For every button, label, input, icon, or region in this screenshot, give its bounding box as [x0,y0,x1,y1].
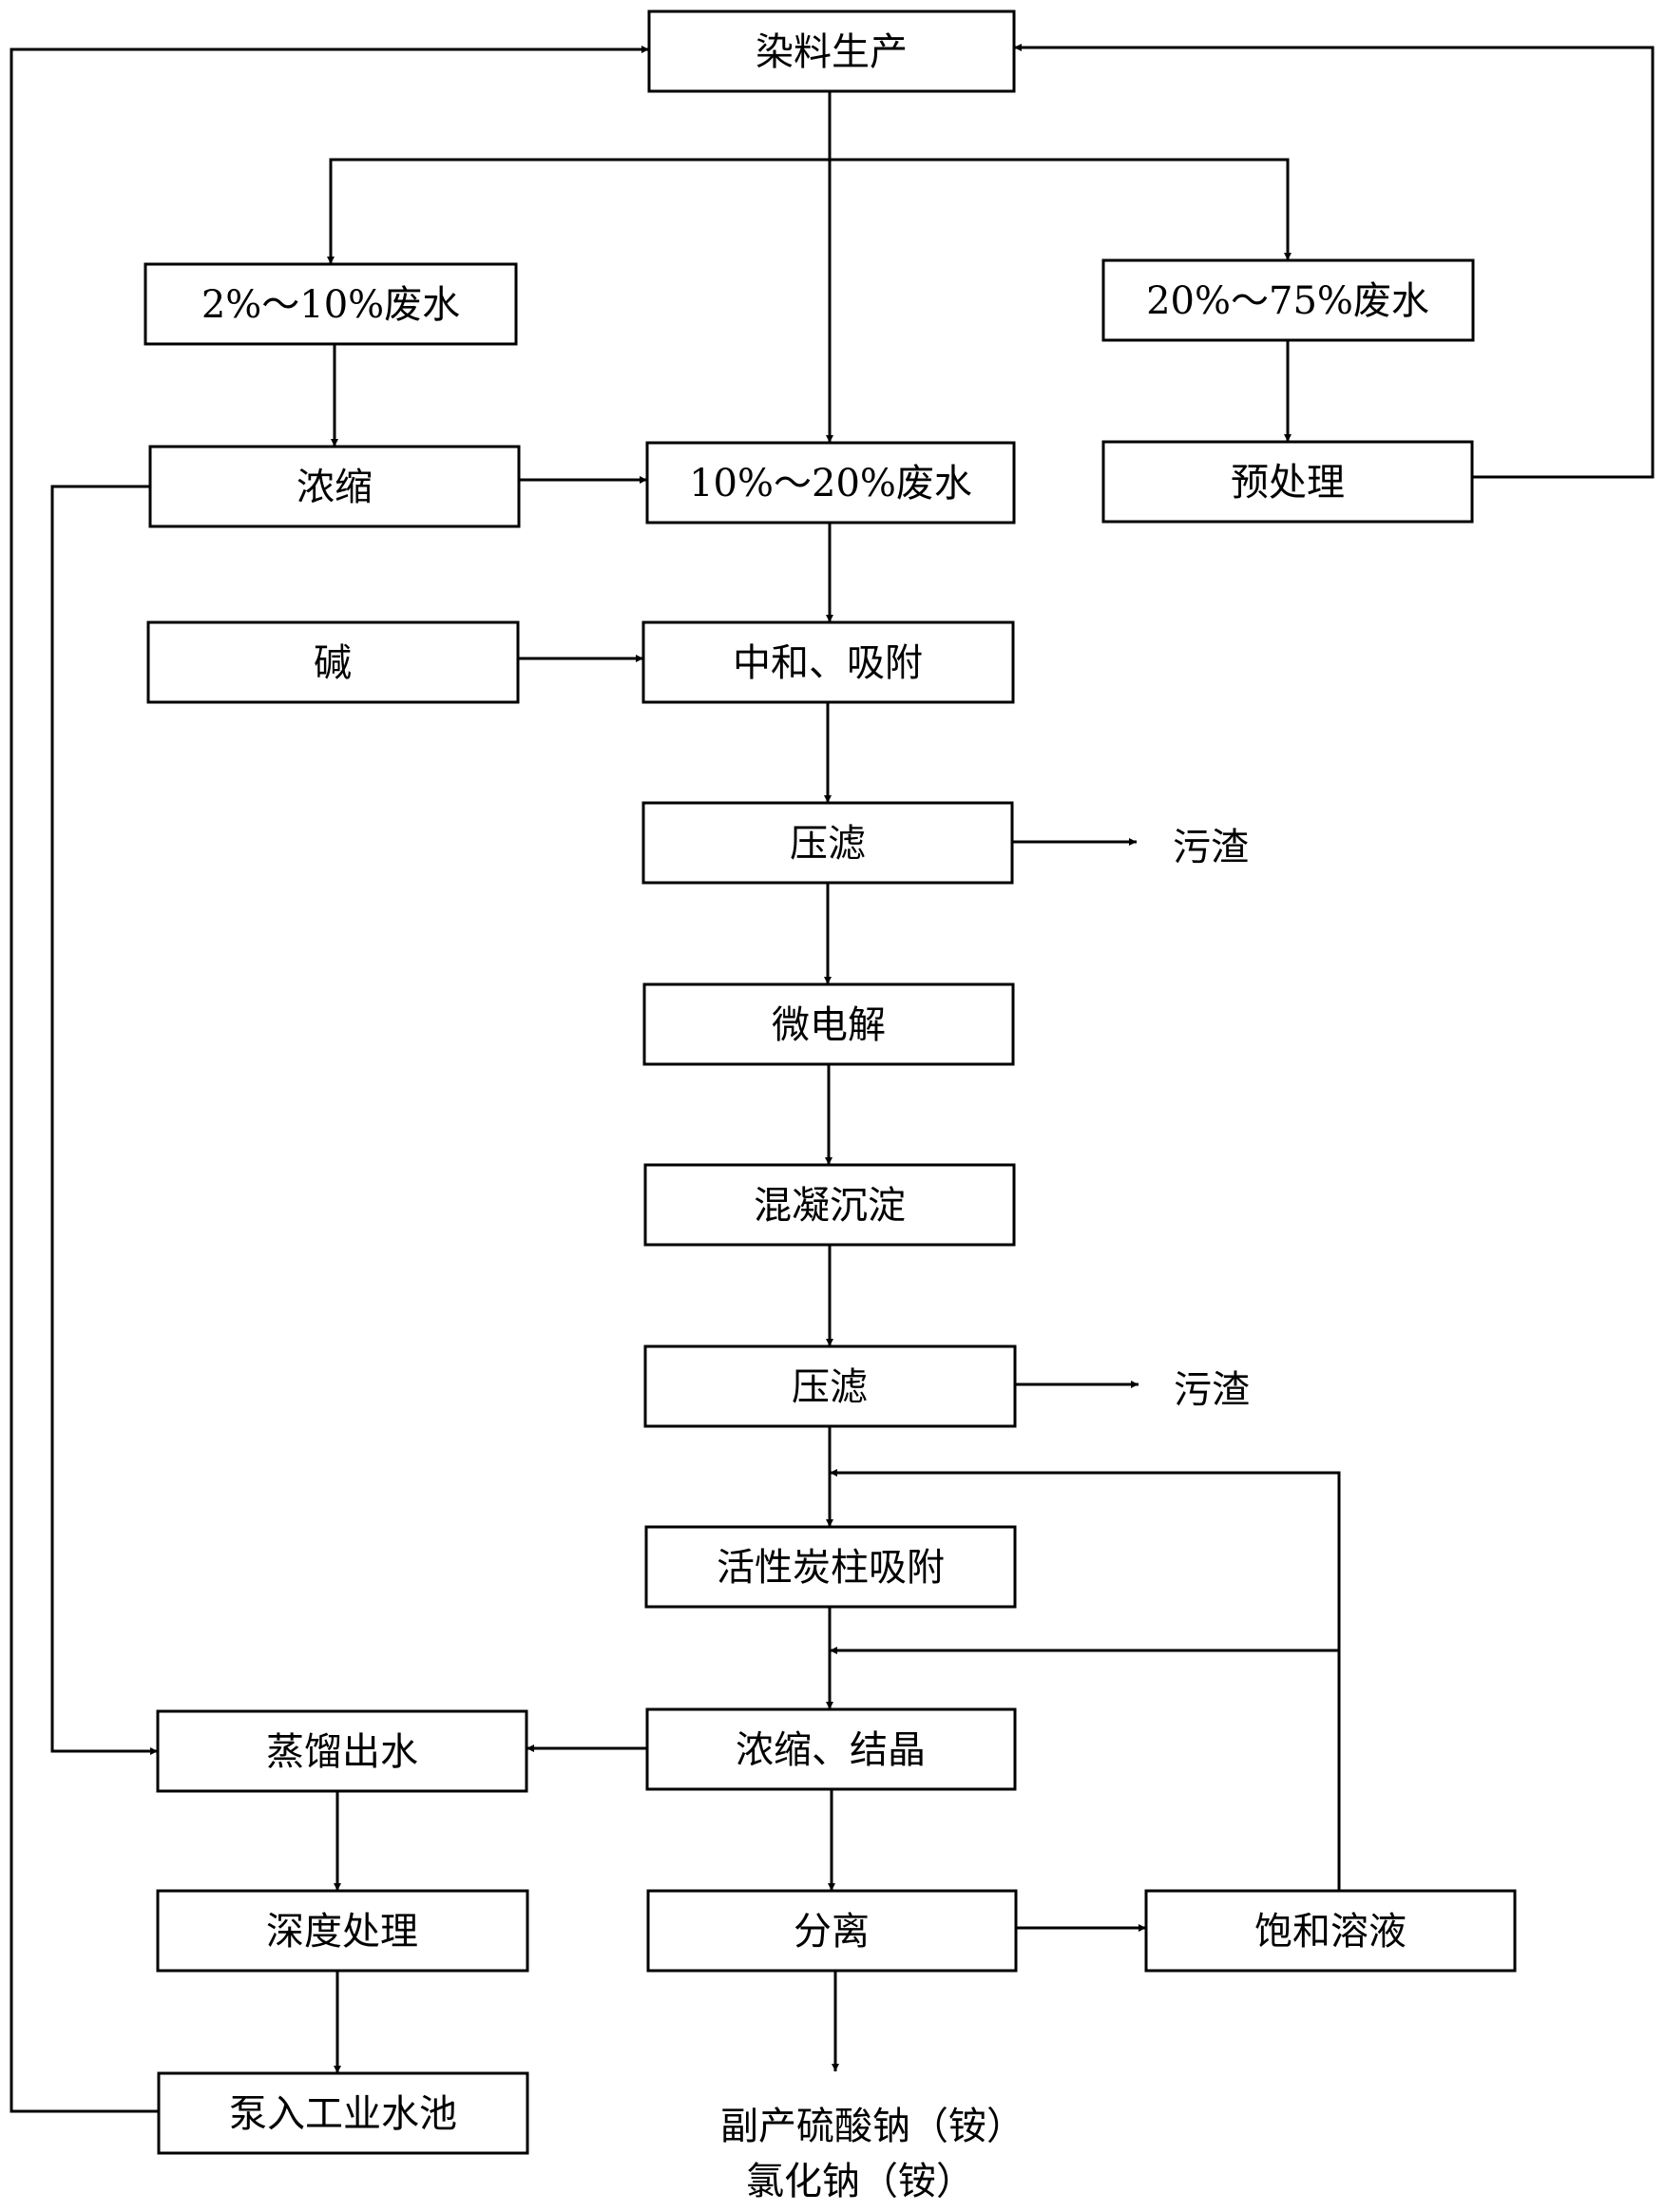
sludge-label-2: 污渣 [1174,1368,1250,1412]
node-alkali: 碱 [146,620,520,704]
node-activated-carbon-adsorption: 活性炭柱吸附 [644,1525,1017,1609]
node-label: 蒸馏出水 [266,1730,418,1774]
node-label: 深度处理 [266,1910,418,1954]
node-wastewater-2-10: 2%～10%废水 [144,262,518,346]
node-filter-press-2: 压滤 [643,1344,1017,1428]
node-label: 染料生产 [756,30,908,74]
node-label: 10%～20%废水 [689,462,972,505]
node-label: 碱 [314,641,352,685]
node-label: 2%～10%废水 [201,283,460,327]
node-label: 中和、吸附 [733,641,923,685]
edge-pretreatment-to-dye-production [1014,44,1655,479]
node-micro-electrolysis: 微电解 [642,982,1015,1066]
node-separation: 分离 [646,1889,1018,1973]
node-coagulation-sedimentation: 混凝沉淀 [643,1163,1016,1247]
node-label: 浓缩 [297,466,373,509]
edge-pump-to-dye-production [10,46,649,2113]
node-pump-to-pool: 泵入工业水池 [157,2071,529,2155]
node-label: 微电解 [772,1003,886,1047]
node-neutralize-adsorb: 中和、吸附 [641,620,1015,704]
node-pretreatment: 预处理 [1101,440,1474,524]
node-dye-production: 染料生产 [647,10,1016,93]
node-label: 浓缩、结晶 [736,1728,926,1772]
node-filter-press-1: 压滤 [641,801,1014,885]
node-advanced-treatment: 深度处理 [156,1889,529,1973]
byproduct-label-line2: 氯化钠（铵） [746,2160,974,2203]
node-label: 泵入工业水池 [229,2092,457,2136]
node-label: 活性炭柱吸附 [717,1546,945,1590]
node-label: 分离 [794,1910,870,1954]
node-wastewater-20-75: 20%～75%废水 [1101,258,1475,342]
node-label: 压滤 [792,1365,868,1409]
edge-saturated-to-activated-carbon [830,1469,1341,1891]
edge-dye-to-wastewater-20-75 [830,158,1292,260]
node-label: 饱和溶液 [1254,1910,1407,1954]
node-concentrate-crystallize: 浓缩、结晶 [645,1707,1017,1791]
node-distillate-water: 蒸馏出水 [156,1709,528,1793]
node-label: 20%～75%废水 [1146,279,1429,323]
node-label: 预处理 [1231,461,1345,505]
edge-concentration-to-distillate [50,485,158,1755]
sludge-label-1: 污渣 [1173,826,1249,869]
edge-dye-to-wastewater-2-10 [327,158,830,264]
node-wastewater-10-20: 10%～20%废水 [645,441,1016,524]
node-saturated-solution: 饱和溶液 [1144,1889,1517,1973]
byproduct-label-line1: 副产硫酸钠（铵） [720,2105,1024,2148]
node-concentration: 浓缩 [148,445,521,528]
node-label: 压滤 [790,822,866,866]
node-label: 混凝沉淀 [754,1184,906,1228]
